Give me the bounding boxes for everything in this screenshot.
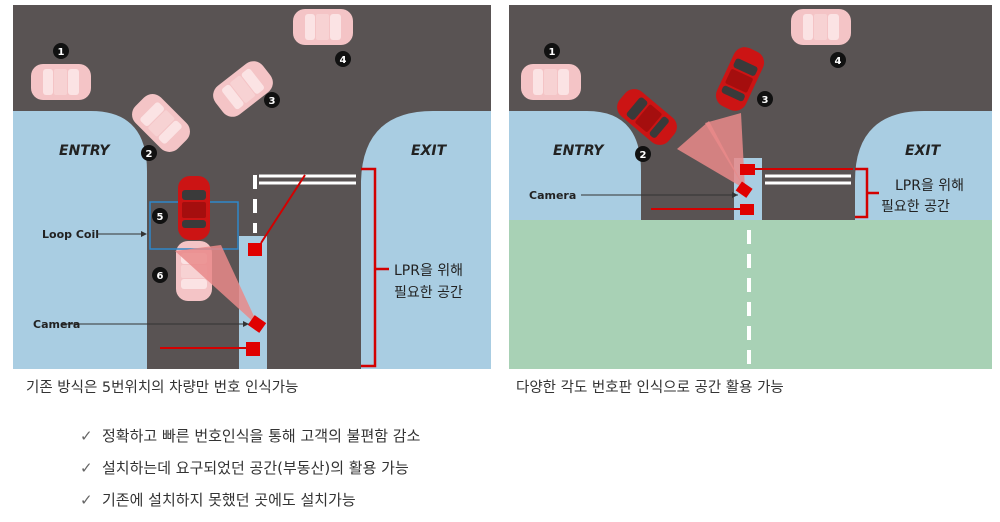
svg-text:2: 2	[640, 150, 647, 161]
lpr-label-line1: LPR을 위해	[394, 263, 463, 279]
exit-label: EXIT	[905, 143, 942, 159]
svg-text:1: 1	[58, 47, 65, 58]
camera-label: Camera	[33, 318, 80, 331]
list-item-text: 기존에 설치하지 못했던 곳에도 설치가능	[102, 491, 356, 509]
camera-view-cone	[175, 245, 259, 327]
badge-4: 4	[830, 52, 846, 68]
right-sidewalk	[361, 111, 491, 369]
svg-text:6: 6	[157, 271, 164, 282]
camera	[247, 315, 267, 333]
badge-5: 5	[152, 208, 168, 224]
svg-text:3: 3	[269, 96, 276, 107]
right-caption: 다양한 각도 번호판 인식으로 공간 활용 가능	[516, 380, 784, 396]
lpr-label-line1: LPR을 위해	[895, 178, 964, 194]
check-icon: ✓	[80, 427, 93, 445]
lpr-unit-top	[740, 164, 755, 175]
svg-text:4: 4	[340, 55, 347, 66]
lpr-unit-bottom	[740, 204, 754, 215]
badge-3: 3	[264, 92, 280, 108]
entry-label: ENTRY	[59, 143, 111, 159]
list-item: ✓ 기존에 설치하지 못했던 곳에도 설치가능	[80, 488, 420, 520]
svg-text:2: 2	[146, 149, 153, 160]
list-item-text: 정확하고 빠른 번호인식을 통해 고객의 불편함 감소	[102, 427, 421, 445]
badge-2: 2	[635, 146, 651, 162]
left-sidewalk	[13, 111, 147, 369]
lpr-unit-bottom	[246, 342, 260, 356]
left-caption: 기존 방식은 5번위치의 차량만 번호 인식가능	[26, 380, 299, 396]
svg-text:4: 4	[835, 56, 842, 67]
svg-text:1: 1	[549, 47, 556, 58]
badge-6: 6	[152, 267, 168, 283]
badge-4: 4	[335, 51, 351, 67]
left-diagram: ENTRY EXIT Loop Coil Camera LPR을 위해 필요한 …	[13, 5, 491, 369]
badge-2: 2	[141, 145, 157, 161]
lpr-unit-top	[248, 243, 262, 256]
lpr-label-line2: 필요한 공간	[394, 285, 463, 301]
svg-text:3: 3	[762, 95, 769, 106]
badge-1: 1	[53, 43, 69, 59]
camera-label: Camera	[529, 189, 576, 202]
entry-label: ENTRY	[553, 143, 605, 159]
benefit-list: ✓ 정확하고 빠른 번호인식을 통해 고객의 불편함 감소 ✓ 설치하는데 요구되었…	[80, 424, 420, 520]
badge-3: 3	[757, 91, 773, 107]
svg-text:5: 5	[157, 212, 164, 223]
lpr-bracket	[361, 167, 377, 368]
lawn	[509, 220, 992, 369]
right-sidewalk	[855, 111, 992, 220]
camera	[735, 181, 753, 198]
loop-coil-label: Loop Coil	[42, 228, 99, 241]
list-item: ✓ 정확하고 빠른 번호인식을 통해 고객의 불편함 감소	[80, 424, 420, 456]
camera-view-cone-2	[677, 121, 745, 189]
exit-label: EXIT	[411, 143, 448, 159]
check-icon: ✓	[80, 459, 93, 477]
right-diagram: ENTRY EXIT Camera LPR을 위해 필요한 공간 1 2 3 4	[509, 5, 992, 369]
check-icon: ✓	[80, 491, 93, 509]
list-item-text: 설치하는데 요구되었던 공간(부동산)의 활용 가능	[102, 459, 409, 477]
camera-view-cone-3	[705, 113, 745, 189]
lpr-label-line2: 필요한 공간	[881, 199, 950, 215]
car-5	[178, 176, 210, 240]
badge-1: 1	[544, 43, 560, 59]
left-sidewalk	[509, 111, 641, 220]
list-item: ✓ 설치하는데 요구되었던 공간(부동산)의 활용 가능	[80, 456, 420, 488]
